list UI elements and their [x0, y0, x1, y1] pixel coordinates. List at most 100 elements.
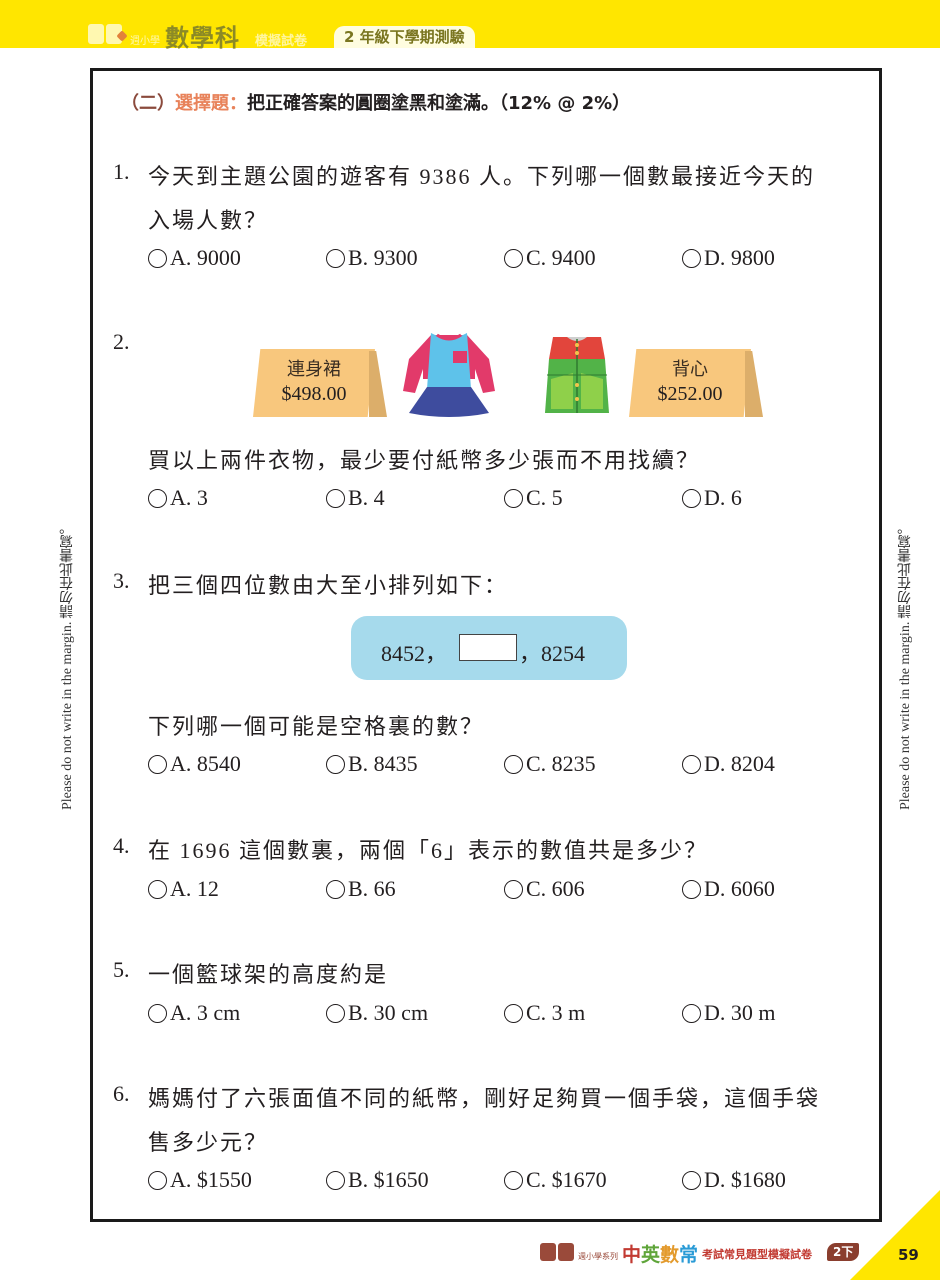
option-b[interactable]: B. 30 cm [326, 1000, 428, 1026]
brand-char: 常 [679, 1244, 699, 1266]
option-a[interactable]: A. 12 [148, 876, 219, 902]
option-b[interactable]: B. 8435 [326, 751, 418, 777]
answer-circle-icon[interactable] [148, 1170, 167, 1190]
option-c[interactable]: C. 8235 [504, 751, 596, 777]
option-c[interactable]: C. 9400 [504, 245, 596, 271]
footer-brand: 中英數常 [622, 1240, 698, 1267]
answer-circle-icon[interactable] [148, 754, 167, 774]
option-a[interactable]: A. 9000 [148, 245, 241, 271]
question-text: 媽媽付了六張面值不同的紙幣，剛好足夠買一個手袋，這個手袋 [148, 1086, 821, 1111]
answer-circle-icon[interactable] [326, 488, 345, 508]
answer-circle-icon[interactable] [326, 879, 345, 899]
answer-circle-icon[interactable] [326, 754, 345, 774]
margin-note-left: Please do not write in the margin. 請勿在此書… [60, 520, 75, 810]
option-label: B. 66 [348, 876, 396, 901]
question-number: 2. [113, 329, 130, 354]
item-price: $252.00 [657, 383, 723, 405]
question-text: 今天到主題公園的遊客有 9386 人。下列哪一個數最接近今天的 [148, 164, 816, 189]
answer-options: A. 3 B. 4 C. 5 D. 6 [148, 485, 868, 511]
brand-char: 英 [641, 1244, 661, 1266]
option-a[interactable]: A. 8540 [148, 751, 241, 777]
option-label: D. 9800 [704, 245, 775, 270]
answer-circle-icon[interactable] [326, 248, 345, 268]
section-instruction: 把正確答案的圓圈塗黑和塗滿。 [247, 93, 499, 114]
option-label: A. 9000 [170, 245, 241, 270]
answer-circle-icon[interactable] [504, 488, 523, 508]
option-d[interactable]: D. 8204 [682, 751, 775, 777]
question-number: 1. [113, 159, 130, 184]
option-d[interactable]: D. 6060 [682, 876, 775, 902]
sequence-blank [459, 634, 517, 661]
header-mock-label: 模擬試卷 [255, 34, 308, 49]
item-name: 連身裙 [287, 359, 341, 380]
logo-block [106, 24, 122, 44]
answer-circle-icon[interactable] [682, 754, 701, 774]
logo-block [558, 1243, 574, 1261]
question-number: 5. [113, 957, 130, 982]
answer-circle-icon[interactable] [682, 1003, 701, 1023]
answer-circle-icon[interactable] [682, 248, 701, 268]
answer-circle-icon[interactable] [504, 1003, 523, 1023]
logo-block [540, 1243, 556, 1261]
tag-face [253, 349, 375, 417]
option-label: C. 606 [526, 876, 585, 901]
answer-circle-icon[interactable] [504, 1170, 523, 1190]
question-number: 6. [113, 1081, 130, 1106]
option-label: A. 3 [170, 485, 208, 510]
option-d[interactable]: D. 30 m [682, 1000, 776, 1026]
option-c[interactable]: C. 5 [504, 485, 563, 511]
series-logo [88, 20, 126, 46]
option-a[interactable]: A. 3 cm [148, 1000, 240, 1026]
option-d[interactable]: D. 9800 [682, 245, 775, 271]
answer-circle-icon[interactable] [682, 488, 701, 508]
item-price: $498.00 [281, 383, 347, 405]
option-label: B. 4 [348, 485, 385, 510]
question-number: 4. [113, 833, 130, 858]
page-number: 59 [898, 1246, 919, 1264]
option-b[interactable]: B. 66 [326, 876, 396, 902]
logo-block [88, 24, 104, 44]
option-c[interactable]: C. 3 m [504, 1000, 585, 1026]
answer-circle-icon[interactable] [504, 248, 523, 268]
section-title: （二）選擇題：把正確答案的圓圈塗黑和塗滿。（12% @ 2%） [121, 89, 630, 115]
section-number: （二） [121, 93, 175, 114]
answer-circle-icon[interactable] [148, 248, 167, 268]
option-c[interactable]: C. 606 [504, 876, 585, 902]
answer-circle-icon[interactable] [504, 754, 523, 774]
question-text: 入場人數？ [148, 208, 269, 233]
answer-circle-icon[interactable] [326, 1003, 345, 1023]
option-d[interactable]: D. $1680 [682, 1167, 786, 1193]
option-label: D. 8204 [704, 751, 775, 776]
option-d[interactable]: D. 6 [682, 485, 742, 511]
answer-circle-icon[interactable] [682, 879, 701, 899]
footer-series: 週小學系列 [578, 1252, 618, 1261]
sequence-last: ，8254 [519, 641, 586, 666]
question-text: 買以上兩件衣物，最少要付紙幣多少張而不用找續？ [148, 448, 701, 473]
answer-circle-icon[interactable] [326, 1170, 345, 1190]
brand-char: 中 [622, 1244, 642, 1266]
answer-circle-icon[interactable] [682, 1170, 701, 1190]
option-b[interactable]: B. $1650 [326, 1167, 429, 1193]
question-text: 把三個四位數由大至小排列如下： [148, 573, 509, 598]
margin-note-right: Please do not write in the margin. 請勿在此書… [898, 520, 913, 810]
question-text: 一個籃球架的高度約是 [148, 962, 389, 987]
option-a[interactable]: A. 3 [148, 485, 208, 511]
option-label: B. 8435 [348, 751, 418, 776]
answer-options: A. 3 cm B. 30 cm C. 3 m D. 30 m [148, 1000, 868, 1026]
answer-circle-icon[interactable] [148, 879, 167, 899]
option-b[interactable]: B. 4 [326, 485, 385, 511]
option-label: C. 3 m [526, 1000, 586, 1025]
question-number: 3. [113, 568, 130, 593]
answer-circle-icon[interactable] [148, 488, 167, 508]
question-text: 在 1696 這個數裏，兩個「6」表示的數值共是多少？ [148, 838, 709, 863]
answer-circle-icon[interactable] [504, 879, 523, 899]
option-b[interactable]: B. 9300 [326, 245, 418, 271]
option-c[interactable]: C. $1670 [504, 1167, 607, 1193]
answer-options: A. 12 B. 66 C. 606 D. 6060 [148, 876, 868, 902]
option-a[interactable]: A. $1550 [148, 1167, 252, 1193]
answer-circle-icon[interactable] [148, 1003, 167, 1023]
question-text: 售多少元？ [148, 1130, 269, 1155]
number-sequence-box: 8452， ，8254 [351, 616, 627, 680]
option-label: C. 8235 [526, 751, 596, 776]
question-frame: （二）選擇題：把正確答案的圓圈塗黑和塗滿。（12% @ 2%） 1. 今天到主題… [90, 68, 882, 1222]
